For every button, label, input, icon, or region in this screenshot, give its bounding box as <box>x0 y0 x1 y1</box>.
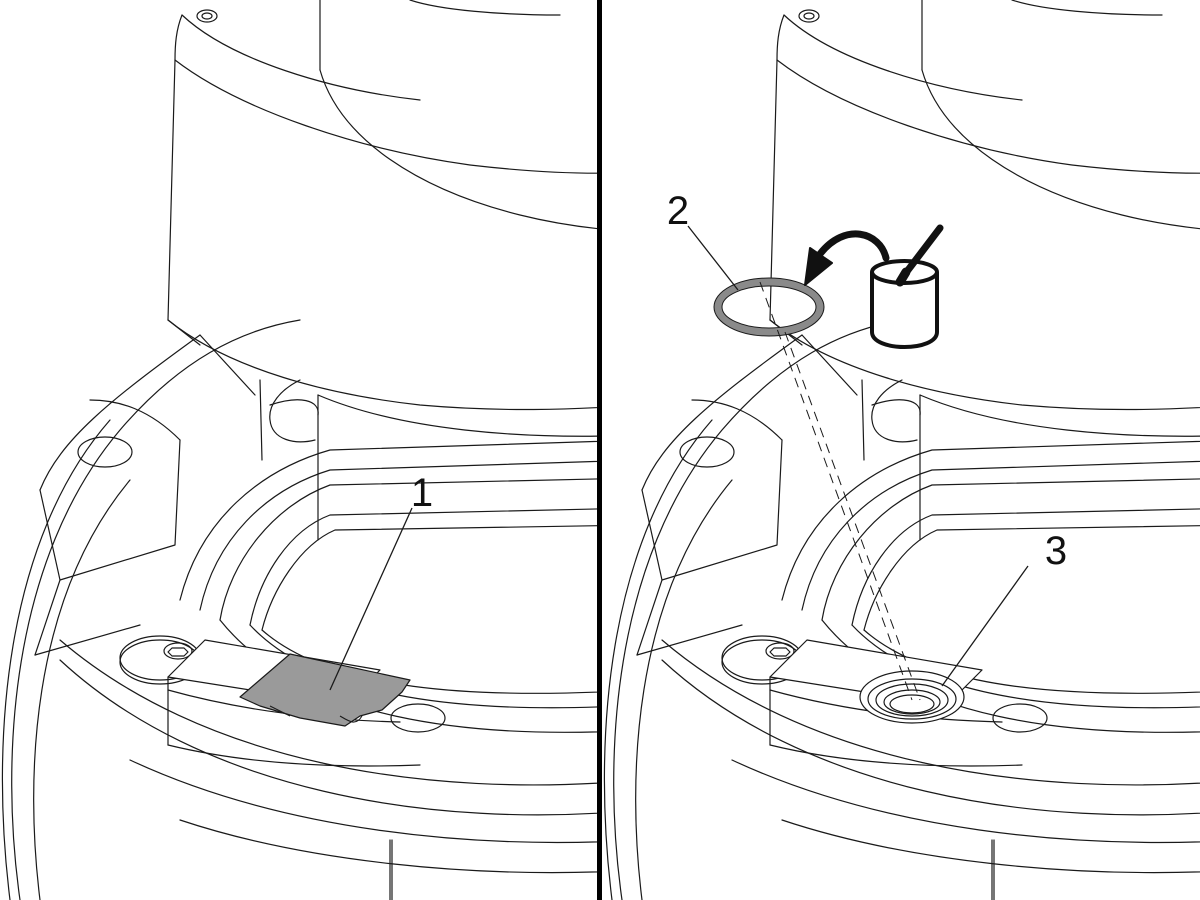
right-panel: 2 3 <box>603 0 1200 900</box>
left-panel: 1 <box>1 0 598 900</box>
callout-1-label: 1 <box>411 471 433 515</box>
callout-2-label: 2 <box>667 189 689 233</box>
callout-3-leader <box>941 565 1029 687</box>
assembly-dashed-line-1 <box>759 281 913 701</box>
port <box>859 670 965 724</box>
curved-arrow-icon <box>804 230 890 286</box>
o-ring <box>713 277 825 337</box>
callout-3-label: 3 <box>1045 529 1067 573</box>
brush-icon <box>895 224 944 287</box>
callout-1-leader <box>329 507 413 691</box>
panel-divider <box>597 0 602 900</box>
protective-film <box>239 653 411 727</box>
callout-2-leader <box>687 225 739 291</box>
assembly-dashed-line-2 <box>784 331 921 701</box>
